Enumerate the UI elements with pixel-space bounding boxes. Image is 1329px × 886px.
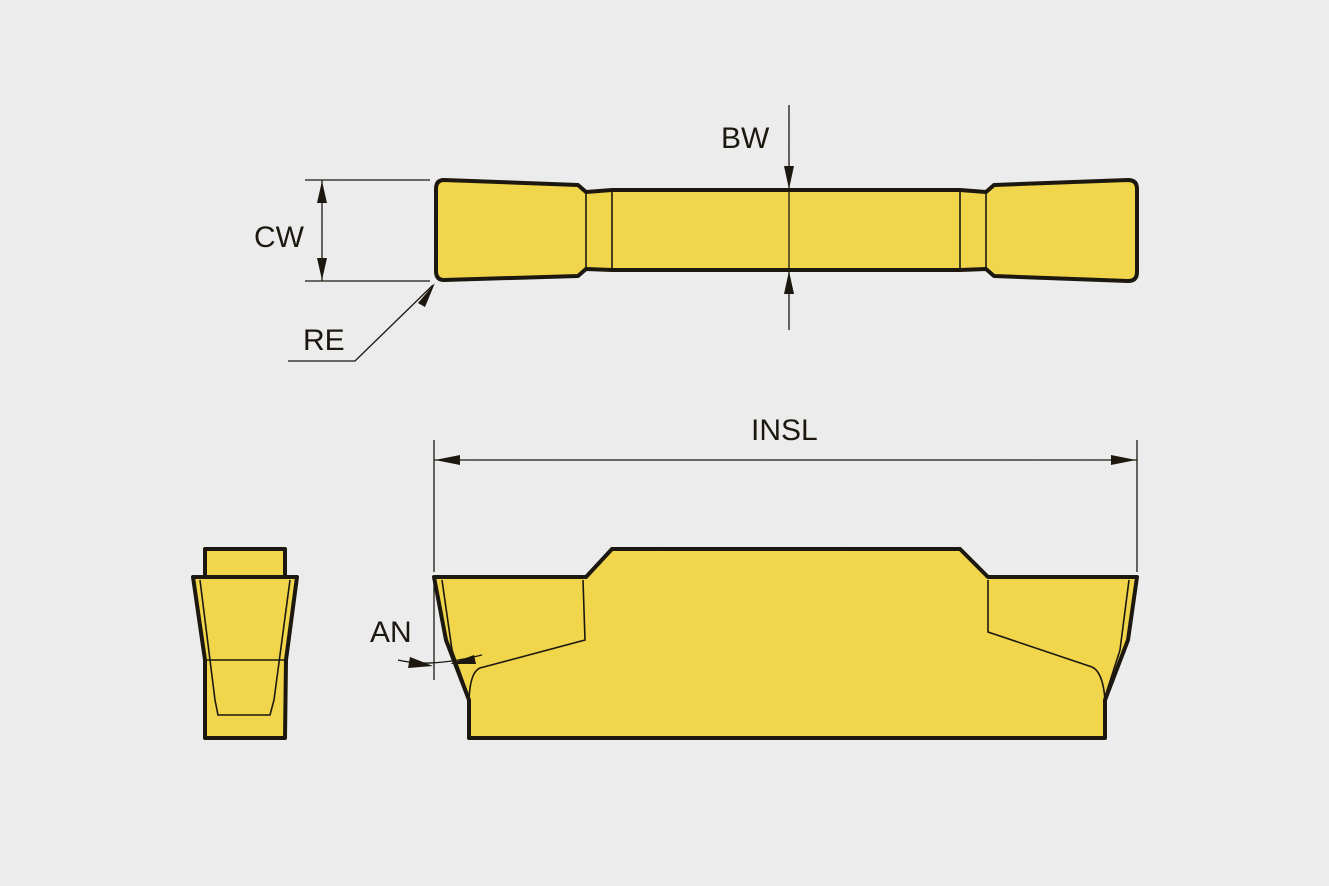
cw-label: CW (254, 221, 305, 254)
side-view-body (432, 547, 1139, 740)
side-view (432, 547, 1139, 740)
end-view-top (203, 547, 287, 579)
insl-label: INSL (751, 414, 818, 447)
bw-dimension: BW (721, 105, 794, 330)
end-view-body (191, 575, 299, 740)
relief-line-left (441, 579, 471, 701)
chip-breaker-left (468, 579, 586, 701)
end-view-inner-outline (199, 579, 291, 716)
end-view (191, 547, 299, 740)
an-dimension: AN (370, 577, 483, 680)
top-view (434, 178, 1139, 283)
re-dimension: RE (288, 283, 435, 362)
an-label: AN (370, 616, 412, 649)
relief-line-right (1103, 579, 1130, 701)
bw-label: BW (721, 122, 770, 155)
top-view-body (434, 178, 1139, 283)
chip-breaker-right (987, 580, 1106, 701)
re-label: RE (303, 324, 345, 357)
insl-dimension: INSL (433, 414, 1138, 572)
cw-dimension: CW (254, 179, 430, 282)
